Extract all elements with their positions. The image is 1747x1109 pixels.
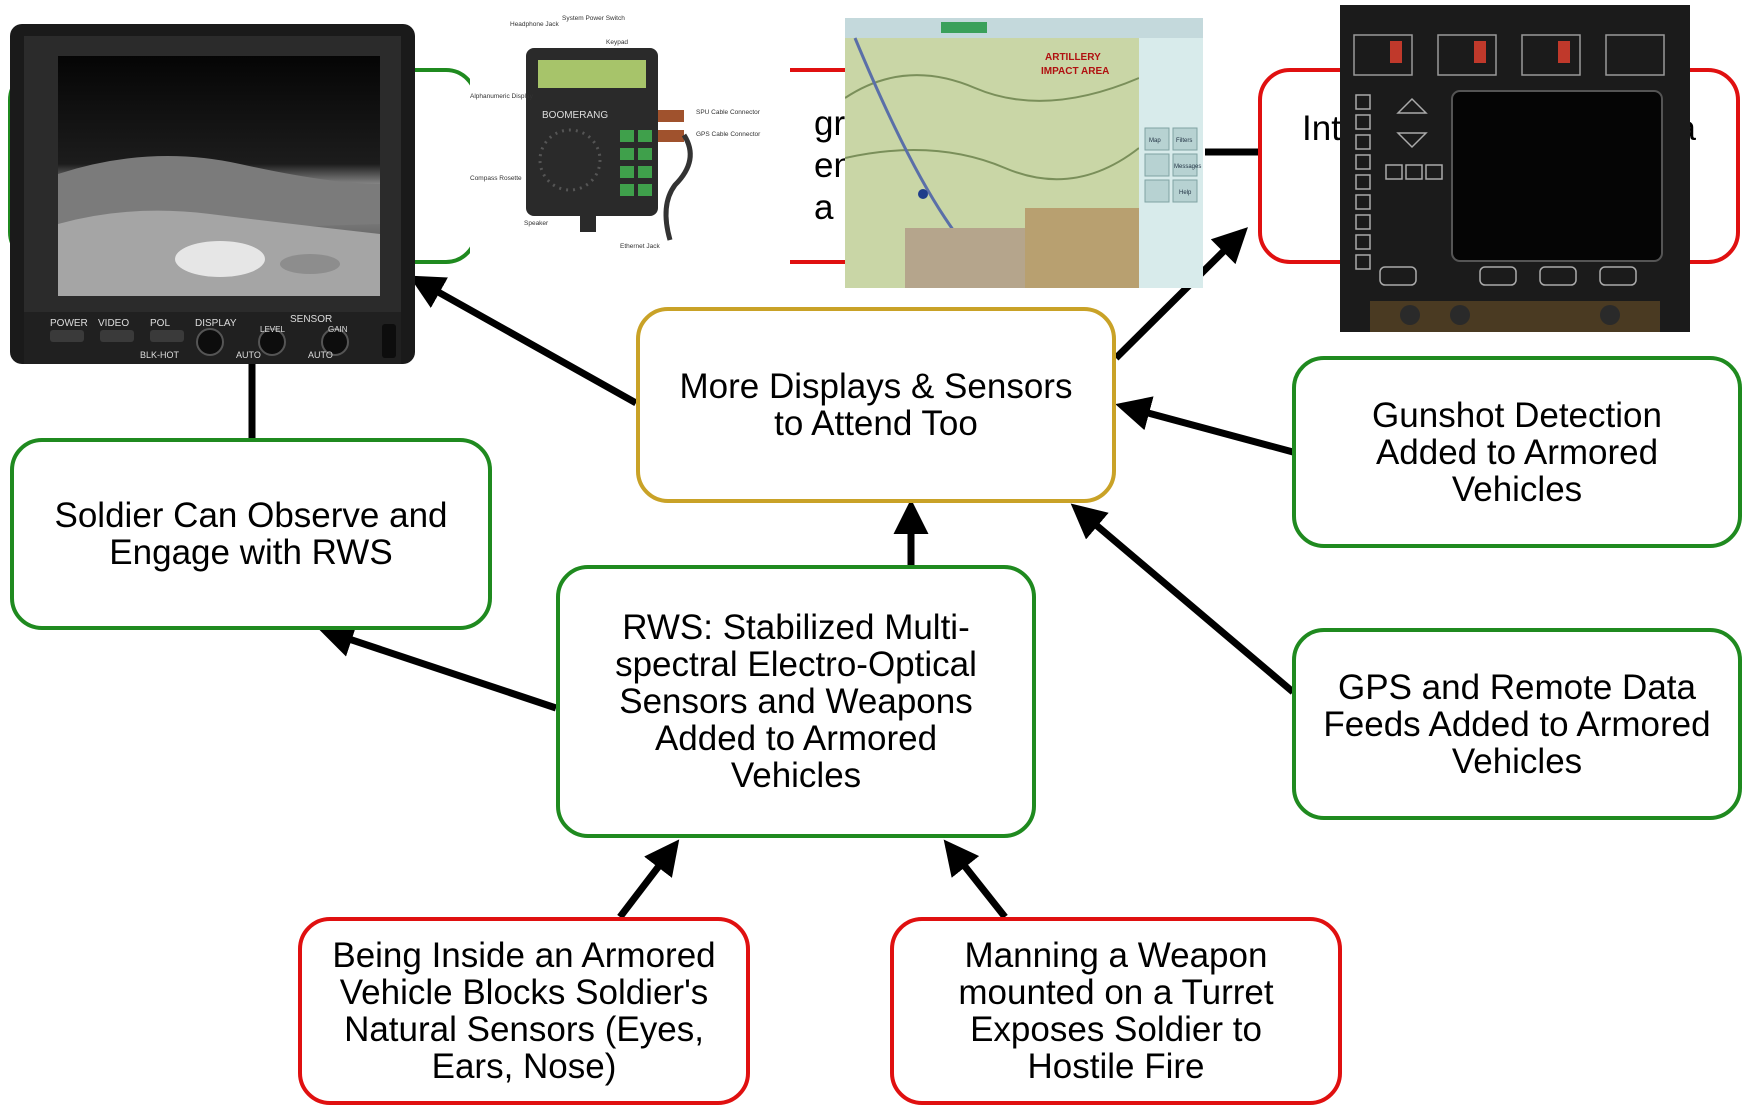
map-button-filters: Filters — [1176, 138, 1192, 144]
thermal-label-display: DISPLAY — [195, 318, 237, 329]
node-soldier-observe-label: Soldier Can Observe and Engage with RWS — [54, 496, 448, 572]
callout-compass: Compass Rosette — [470, 175, 522, 182]
vehicle-control-display-panel-photo — [1340, 5, 1690, 332]
thermal-label-level: LEVEL — [260, 325, 285, 334]
occluded-right-text-start: Int — [1302, 109, 1341, 148]
callout-headphone: Headphone Jack — [510, 21, 560, 28]
arrow-center-to-thermal — [408, 275, 638, 407]
node-rws: RWS: Stabilized Multi-spectral Electro-O… — [556, 565, 1036, 838]
callout-spu: SPU Cable Connector — [696, 109, 761, 116]
arrow-rws-to-observe — [318, 623, 558, 712]
node-manning-weapon-label: Manning a Weapon mounted on a Turret Exp… — [958, 936, 1274, 1086]
callout-speaker: Speaker — [524, 220, 549, 227]
thermal-label-auto-1: AUTO — [236, 350, 261, 360]
node-rws-label: RWS: Stabilized Multi-spectral Electro-O… — [615, 608, 977, 795]
tactical-map-display-screenshot: ARTILLERY IMPACT AREA Map Filters Messag… — [845, 18, 1203, 288]
map-label-artillery: ARTILLERY — [1045, 52, 1101, 63]
map-button-messages: Messages — [1174, 164, 1201, 170]
thermal-label-pol: POL — [150, 318, 170, 329]
boomerang-brand: BOOMERANG — [542, 110, 608, 121]
boomerang-gunshot-detector-photo: BOOMERANG Headphone Jack System Power Sw… — [470, 10, 790, 268]
arrow-manning-to-rws — [943, 839, 1008, 920]
node-gunshot-detection: Gunshot Detection Added to Armored Vehic… — [1292, 356, 1742, 548]
thermal-label-video: VIDEO — [98, 318, 129, 329]
node-manning-weapon: Manning a Weapon mounted on a Turret Exp… — [890, 917, 1342, 1105]
node-gps-data-feeds: GPS and Remote Data Feeds Added to Armor… — [1292, 628, 1742, 820]
arrow-gunshot-to-center — [1115, 396, 1294, 456]
thermal-label-blkhot: BLK-HOT — [140, 350, 180, 360]
node-gunshot-detection-label: Gunshot Detection Added to Armored Vehic… — [1372, 395, 1662, 509]
thermal-sight-display-photo: POWER VIDEO POL DISPLAY SENSOR LEVEL GAI… — [10, 24, 415, 364]
node-more-displays-label: More Displays & Sensors to Attend Too — [679, 367, 1073, 443]
node-inside-vehicle-label: Being Inside an Armored Vehicle Blocks S… — [332, 936, 716, 1086]
map-label-impact: IMPACT AREA — [1041, 66, 1109, 77]
callout-ethernet: Ethernet Jack — [620, 243, 660, 250]
node-more-displays: More Displays & Sensors to Attend Too — [636, 307, 1116, 503]
callout-gps: GPS Cable Connector — [696, 131, 761, 138]
thermal-label-sensor: SENSOR — [290, 314, 332, 325]
node-soldier-observe: Soldier Can Observe and Engage with RWS — [10, 438, 492, 630]
thermal-label-auto-2: AUTO — [308, 350, 333, 360]
thermal-label-gain: GAIN — [328, 325, 348, 334]
map-button-help: Help — [1179, 190, 1192, 196]
thermal-label-power: POWER — [50, 318, 88, 329]
arrow-gps-to-center — [1070, 503, 1296, 695]
map-button-map: Map — [1149, 138, 1161, 144]
node-gps-data-feeds-label: GPS and Remote Data Feeds Added to Armor… — [1323, 667, 1711, 781]
node-inside-vehicle: Being Inside an Armored Vehicle Blocks S… — [298, 917, 750, 1105]
callout-power-switch: System Power Switch — [562, 15, 625, 22]
callout-keypad: Keypad — [606, 39, 628, 46]
arrow-center-to-panel — [1113, 227, 1248, 361]
arrow-inside-to-rws — [617, 839, 680, 920]
callout-display: Alphanumeric Display — [470, 93, 534, 100]
